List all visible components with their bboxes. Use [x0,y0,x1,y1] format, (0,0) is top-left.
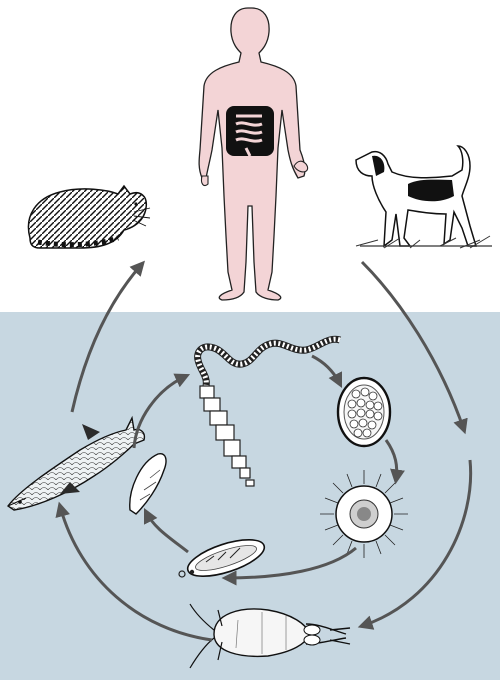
egg-figure [338,378,390,446]
coracidium-figure [320,470,408,558]
intestine-icon [226,106,274,156]
